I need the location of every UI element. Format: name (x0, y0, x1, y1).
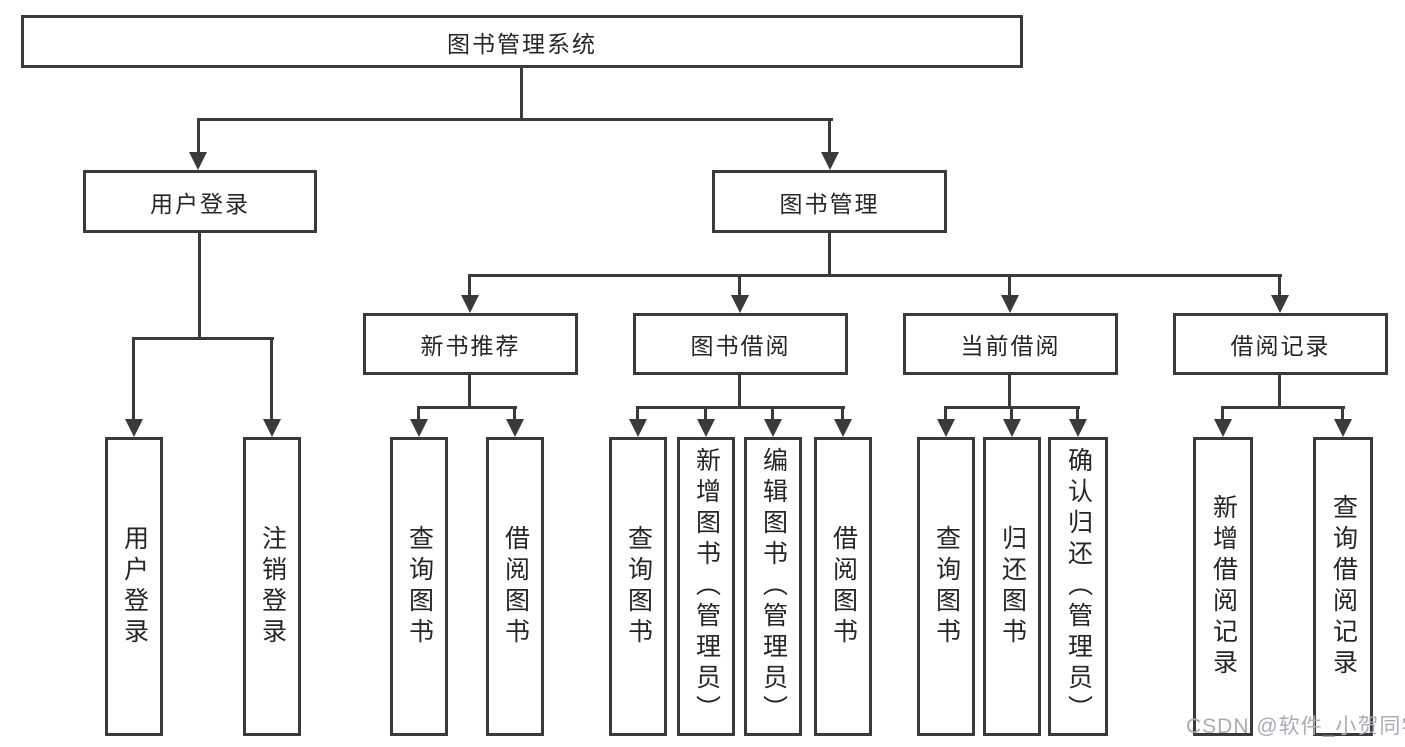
connector-line (417, 406, 420, 421)
arrow-down-icon (1334, 419, 1352, 437)
arrow-down-icon (834, 419, 852, 437)
leaf-logout: 注销登录 (243, 437, 301, 736)
connector-line (841, 406, 844, 421)
arrow-down-icon (1069, 419, 1087, 437)
node-book-management: 图书管理 (712, 170, 947, 233)
connector-line (636, 406, 845, 409)
leaf-user-login: 用户登录 (105, 437, 163, 736)
connector-line (704, 406, 707, 421)
connector-line (520, 68, 523, 118)
arrow-down-icon (1271, 295, 1289, 313)
arrow-down-icon (1001, 295, 1019, 313)
leaf-query-books-recommend: 查询图书 (390, 437, 448, 736)
node-book-borrow: 图书借阅 (633, 313, 848, 375)
arrow-down-icon (821, 152, 839, 170)
arrow-down-icon (461, 295, 479, 313)
leaf-query-borrow-record: 查询借阅记录 (1313, 437, 1373, 736)
leaf-edit-book-admin: 编辑图书（管理员） (744, 437, 802, 736)
arrow-down-icon (189, 152, 207, 170)
connector-line (738, 274, 741, 297)
arrow-down-icon (697, 419, 715, 437)
node-user-login: 用户登录 (83, 170, 317, 233)
connector-line (828, 118, 831, 154)
connector-line (198, 233, 201, 337)
arrow-down-icon (506, 419, 524, 437)
connector-line (738, 375, 741, 407)
connector-line (944, 406, 947, 421)
arrow-down-icon (629, 419, 647, 437)
arrow-down-icon (937, 419, 955, 437)
connector-line (132, 337, 274, 340)
connector-line (417, 406, 517, 409)
connector-line (468, 274, 1282, 277)
leaf-borrow-books: 借阅图书 (814, 437, 872, 736)
connector-line (197, 118, 200, 154)
connector-line (1010, 406, 1013, 421)
watermark: CSDN @软件_小贺同学 (1186, 715, 1405, 738)
connector-line (1278, 274, 1281, 297)
leaf-add-borrow-record: 新增借阅记录 (1193, 437, 1253, 736)
arrow-down-icon (1003, 419, 1021, 437)
leaf-add-book-admin: 新增图书（管理员） (677, 437, 735, 736)
arrow-down-icon (1214, 419, 1232, 437)
connector-line (1221, 406, 1224, 421)
connector-line (132, 337, 135, 421)
arrow-down-icon (125, 419, 143, 437)
arrow-down-icon (764, 419, 782, 437)
connector-line (771, 406, 774, 421)
arrow-down-icon (731, 295, 749, 313)
connector-line (513, 406, 516, 421)
arrow-down-icon (410, 419, 428, 437)
leaf-query-books-borrow: 查询图书 (609, 437, 667, 736)
connector-line (270, 337, 273, 421)
node-root-library-system: 图书管理系统 (21, 15, 1023, 68)
arrow-down-icon (263, 419, 281, 437)
node-new-book-recommend: 新书推荐 (363, 313, 578, 375)
node-current-borrow: 当前借阅 (903, 313, 1118, 375)
connector-line (828, 233, 831, 276)
connector-line (1008, 274, 1011, 297)
leaf-borrow-books-recommend: 借阅图书 (486, 437, 544, 736)
connector-line (636, 406, 639, 421)
connector-line (1221, 406, 1345, 409)
connector-line (1076, 406, 1079, 421)
connector-line (1008, 375, 1011, 407)
connector-line (197, 118, 833, 121)
leaf-return-book: 归还图书 (983, 437, 1041, 736)
connector-line (468, 274, 471, 297)
leaf-query-books-current: 查询图书 (917, 437, 975, 736)
connector-line (1278, 375, 1281, 407)
connector-line (468, 375, 471, 407)
node-borrow-records: 借阅记录 (1173, 313, 1388, 375)
connector-line (1341, 406, 1344, 421)
leaf-confirm-return-admin: 确认归还（管理员） (1048, 437, 1108, 736)
